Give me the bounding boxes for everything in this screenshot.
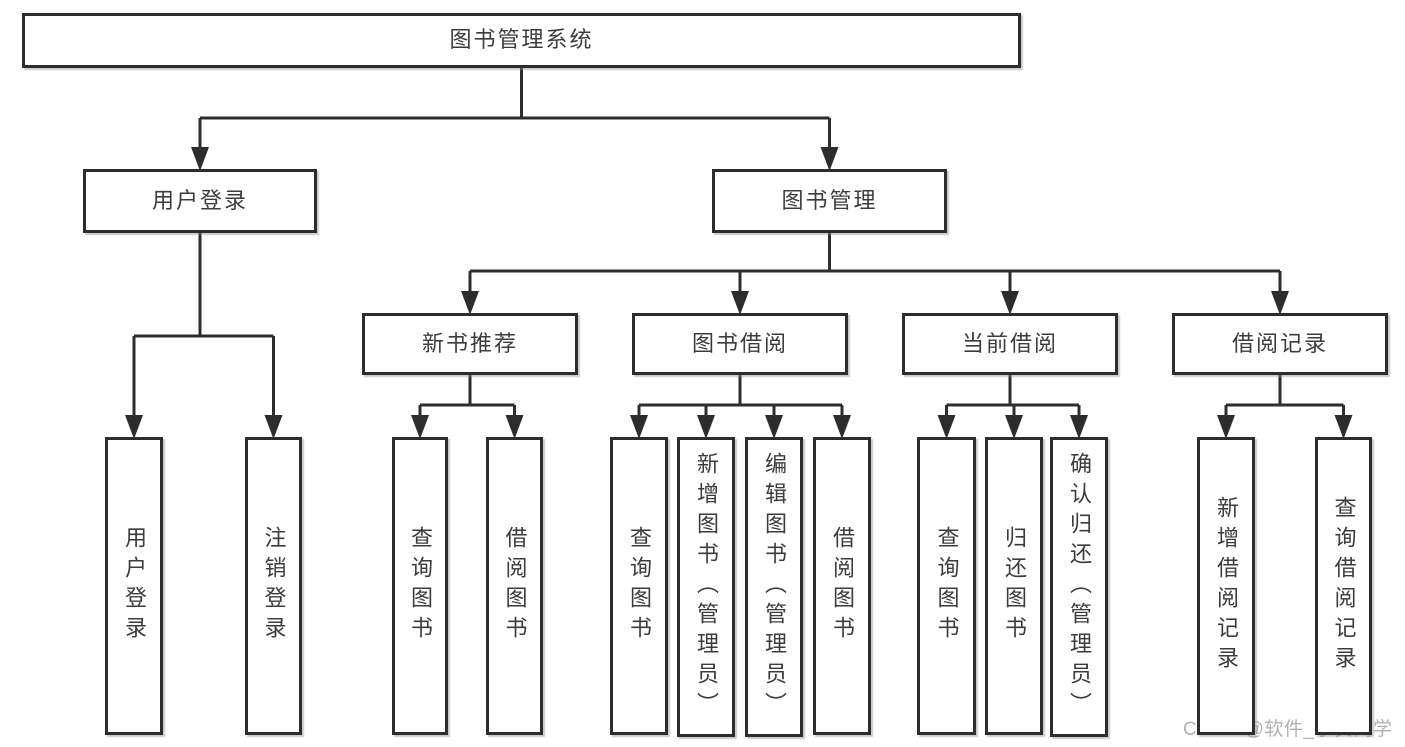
arrowhead-icon [820, 147, 839, 171]
node-cb-return: 归还图书 [985, 437, 1043, 735]
node-label: 注销登录 [261, 526, 287, 646]
node-borrow-records: 借阅记录 [1172, 313, 1388, 375]
arrowhead-icon [191, 147, 209, 171]
arrowhead-icon [731, 291, 749, 315]
node-label: 确认归还（管理员） [1067, 452, 1092, 722]
arrowhead-icon [1271, 291, 1289, 315]
node-book-borrow: 图书借阅 [632, 313, 848, 375]
node-bb-borrow: 借阅图书 [813, 437, 871, 735]
arrowhead-icon [1005, 415, 1023, 439]
node-label: 借阅图书 [502, 526, 528, 646]
node-ul-user-login: 用户登录 [105, 437, 163, 735]
edge-from-book-borrow [637, 375, 844, 421]
node-ul-logout: 注销登录 [245, 437, 302, 735]
node-label: 图书管理 [781, 187, 878, 213]
arrowhead-icon [1334, 415, 1353, 439]
arrowhead-icon [1070, 415, 1088, 439]
node-label: 图书借阅 [691, 330, 788, 356]
arrowhead-icon [1217, 415, 1235, 439]
node-nb-query: 查询图书 [392, 437, 448, 735]
node-label: 查询图书 [408, 526, 433, 646]
node-label: 编辑图书（管理员） [762, 452, 787, 722]
node-br-query: 查询借阅记录 [1315, 437, 1372, 735]
node-label: 新书推荐 [421, 330, 518, 356]
arrowhead-icon [505, 415, 524, 439]
node-label: 用户登录 [122, 526, 147, 646]
arrowhead-icon [461, 291, 479, 315]
edge-from-new-books [418, 375, 516, 421]
arrowhead-icon [125, 415, 143, 439]
node-book-mgmt: 图书管理 [712, 169, 947, 233]
node-label: 新增图书（管理员） [694, 452, 719, 722]
node-cb-confirm: 确认归还（管理员） [1050, 437, 1108, 737]
edge-from-root [198, 68, 831, 153]
node-label: 当前借阅 [961, 330, 1058, 356]
arrowhead-icon [411, 415, 429, 439]
node-new-books: 新书推荐 [362, 313, 578, 375]
node-bb-query: 查询图书 [610, 437, 668, 735]
node-nb-borrow: 借阅图书 [486, 437, 543, 735]
arrowhead-icon [833, 415, 851, 439]
node-bb-add: 新增图书（管理员） [677, 437, 735, 737]
arrowhead-icon [937, 415, 956, 439]
edge-from-book-mgmt [468, 233, 1282, 297]
arrowhead-icon [1001, 291, 1019, 315]
arrowhead-icon [765, 415, 783, 439]
edge-from-borrow-records [1224, 375, 1345, 421]
node-user-login: 用户登录 [83, 169, 317, 233]
node-br-add: 新增借阅记录 [1197, 437, 1255, 735]
arrowhead-icon [264, 415, 283, 439]
edge-from-user-login [132, 233, 275, 421]
node-label: 查询图书 [627, 526, 652, 646]
arrowhead-icon [697, 415, 715, 439]
node-label: 归还图书 [1002, 526, 1027, 646]
edge-from-current-borrow [945, 375, 1081, 421]
node-label: 新增借阅记录 [1214, 496, 1239, 676]
node-label: 用户登录 [151, 187, 248, 213]
node-cb-query: 查询图书 [917, 437, 976, 735]
arrowhead-icon [630, 415, 648, 439]
node-label: 借阅图书 [830, 526, 855, 646]
node-label: 图书管理系统 [449, 27, 594, 53]
node-label: 查询图书 [934, 526, 960, 646]
node-label: 查询借阅记录 [1331, 496, 1357, 676]
node-root: 图书管理系统 [22, 13, 1021, 68]
node-current-borrow: 当前借阅 [902, 313, 1118, 375]
node-label: 借阅记录 [1231, 330, 1328, 356]
node-bb-edit: 编辑图书（管理员） [745, 437, 803, 737]
